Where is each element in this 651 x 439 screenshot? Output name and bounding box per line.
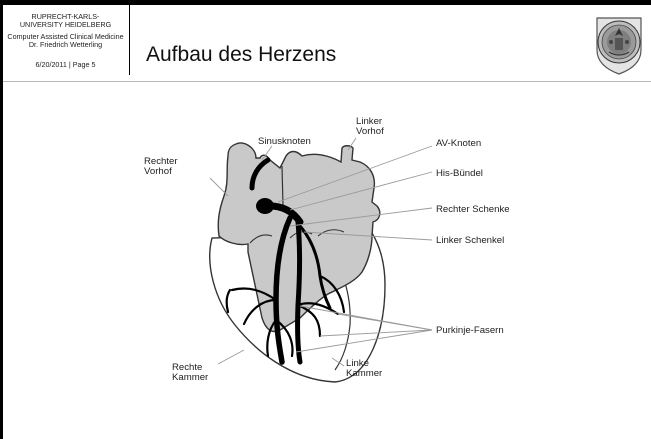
label-rechte-kammer-2: Kammer: [172, 372, 209, 383]
department-info: Computer Assisted Clinical Medicine Dr. …: [4, 33, 127, 50]
label-linke-kammer: Linke Kammer: [346, 358, 383, 379]
label-rechte-kammer: Rechte Kammer: [172, 362, 209, 383]
label-sinusknoten: Sinusknoten: [258, 136, 311, 147]
university-seal-icon: [593, 14, 645, 76]
label-linke-kammer-2: Kammer: [346, 368, 383, 379]
label-rechter-schenkel: Rechter Schenke: [436, 204, 510, 215]
slide-header: RUPRECHT-KARLS- UNIVERSITY HEIDELBERG Co…: [0, 5, 651, 82]
frame-top: [0, 0, 651, 5]
label-rechter-vorhof-2: Vorhof: [144, 166, 172, 177]
university-name: RUPRECHT-KARLS- UNIVERSITY HEIDELBERG: [4, 13, 127, 30]
label-purkinje-fasern: Purkinje-Fasern: [436, 325, 504, 336]
label-linker-vorhof-2: Vorhof: [356, 126, 384, 137]
date-page: 6/20/2011 | Page 5: [4, 61, 127, 69]
heart-diagram: Sinusknoten Linker Vorhof Rechter Vorhof…: [0, 82, 651, 439]
label-linker-schenkel: Linker Schenkel: [436, 235, 504, 246]
label-av-knoten: AV-Knoten: [436, 138, 481, 149]
left-bundle-branch: [298, 222, 300, 362]
label-his-buendel: His-Bündel: [436, 168, 483, 179]
page-title: Aufbau des Herzens: [146, 43, 336, 67]
label-rechter-vorhof: Rechter Vorhof: [144, 156, 180, 177]
department-line-2: Dr. Friedrich Wetterling: [4, 41, 127, 49]
university-name-line-2: UNIVERSITY HEIDELBERG: [4, 21, 127, 29]
header-divider: [129, 5, 130, 75]
label-linker-vorhof: Linker Vorhof: [356, 116, 385, 137]
